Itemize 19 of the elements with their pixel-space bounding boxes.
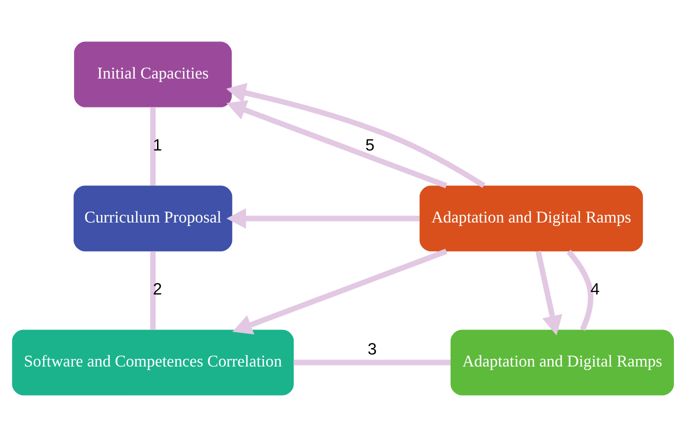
edge-label: 4 xyxy=(590,280,600,299)
arrow xyxy=(226,82,486,188)
edge-label: 1 xyxy=(152,136,162,154)
connector xyxy=(566,250,594,331)
arrow xyxy=(536,250,562,336)
node-box: Initial Capacities xyxy=(74,42,232,108)
connector xyxy=(294,360,451,366)
arrow xyxy=(226,208,420,229)
connector xyxy=(150,251,156,330)
arrow xyxy=(226,100,448,188)
arrow xyxy=(232,248,448,334)
node-box: Curriculum Proposal xyxy=(74,186,232,252)
node-box: Software and Competences Correlation xyxy=(12,330,294,396)
edge-label: 2 xyxy=(152,280,162,299)
node-box: Adaptation and Digital Ramps xyxy=(420,186,643,252)
node-box: Adaptation and Digital Ramps xyxy=(450,330,674,396)
connector xyxy=(150,107,156,186)
edge-label: 3 xyxy=(368,340,377,359)
edge-label: 5 xyxy=(365,136,374,154)
